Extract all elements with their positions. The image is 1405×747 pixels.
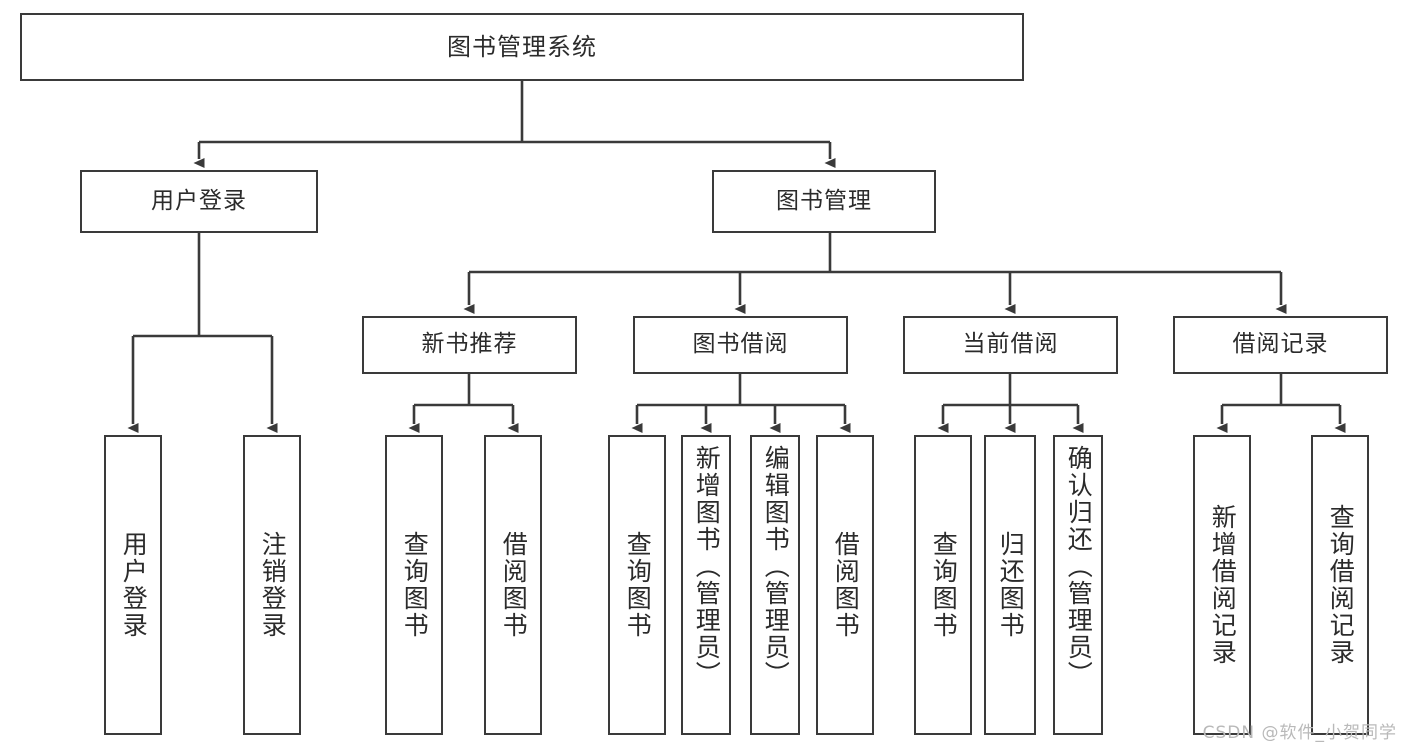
node-book-borrow-label: 图书借阅 bbox=[692, 331, 789, 358]
node-current-borrow[interactable]: 当前借阅 bbox=[903, 316, 1118, 374]
leaf-logout-label: 注销登录 bbox=[258, 531, 288, 639]
leaf-borrow-book-1-label: 借阅图书 bbox=[499, 531, 529, 639]
leaf-add-book[interactable]: 新增图书（管理员） bbox=[681, 435, 731, 735]
leaf-confirm-return[interactable]: 确认归还（管理员） bbox=[1053, 435, 1103, 735]
leaf-query-book-2-label: 查询图书 bbox=[623, 531, 653, 639]
leaf-borrow-book-2[interactable]: 借阅图书 bbox=[816, 435, 874, 735]
node-book-manage-label: 图书管理 bbox=[776, 187, 872, 214]
node-book-borrow[interactable]: 图书借阅 bbox=[633, 316, 848, 374]
leaf-borrow-book-2-label: 借阅图书 bbox=[831, 531, 861, 639]
leaf-add-record[interactable]: 新增借阅记录 bbox=[1193, 435, 1251, 735]
leaf-query-book-1-label: 查询图书 bbox=[400, 531, 430, 639]
leaf-add-book-label: 新增图书（管理员） bbox=[692, 445, 722, 688]
leaf-logout[interactable]: 注销登录 bbox=[243, 435, 301, 735]
node-user-login[interactable]: 用户登录 bbox=[80, 170, 318, 233]
leaf-edit-book[interactable]: 编辑图书（管理员） bbox=[750, 435, 800, 735]
node-current-borrow-label: 当前借阅 bbox=[962, 331, 1059, 358]
leaf-query-record[interactable]: 查询借阅记录 bbox=[1311, 435, 1369, 735]
node-root-label: 图书管理系统 bbox=[447, 32, 597, 61]
watermark: CSDN @软件_小贺同学 bbox=[1202, 723, 1397, 743]
node-root[interactable]: 图书管理系统 bbox=[20, 13, 1024, 81]
leaf-query-book-3-label: 查询图书 bbox=[929, 531, 959, 639]
leaf-confirm-return-label: 确认归还（管理员） bbox=[1064, 445, 1094, 688]
node-borrow-record[interactable]: 借阅记录 bbox=[1173, 316, 1388, 374]
node-user-login-label: 用户登录 bbox=[151, 187, 247, 214]
leaf-add-record-label: 新增借阅记录 bbox=[1208, 504, 1238, 666]
leaf-edit-book-label: 编辑图书（管理员） bbox=[761, 445, 791, 688]
leaf-query-book-1[interactable]: 查询图书 bbox=[385, 435, 443, 735]
leaf-user-login[interactable]: 用户登录 bbox=[104, 435, 162, 735]
leaf-return-book-label: 归还图书 bbox=[996, 531, 1026, 639]
leaf-query-book-2[interactable]: 查询图书 bbox=[608, 435, 666, 735]
node-new-book-rec[interactable]: 新书推荐 bbox=[362, 316, 577, 374]
leaf-borrow-book-1[interactable]: 借阅图书 bbox=[484, 435, 542, 735]
leaf-return-book[interactable]: 归还图书 bbox=[984, 435, 1036, 735]
leaf-query-book-3[interactable]: 查询图书 bbox=[914, 435, 972, 735]
node-book-manage[interactable]: 图书管理 bbox=[712, 170, 936, 233]
node-new-book-rec-label: 新书推荐 bbox=[421, 331, 518, 358]
node-borrow-record-label: 借阅记录 bbox=[1232, 331, 1329, 358]
leaf-query-record-label: 查询借阅记录 bbox=[1326, 504, 1356, 666]
leaf-user-login-label: 用户登录 bbox=[119, 531, 149, 639]
